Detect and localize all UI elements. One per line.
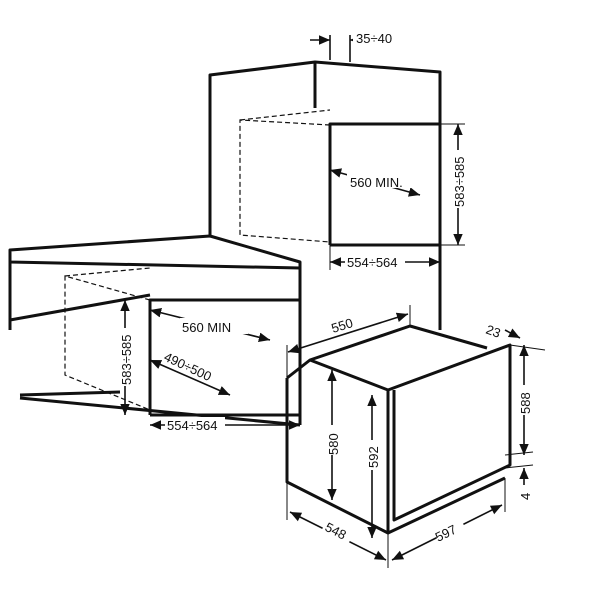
undercounter-niche [64,267,300,430]
label-under-width: 554÷564 [167,418,218,433]
label-under-depth: 560 MIN [182,320,231,335]
label-side-height: 580 [326,433,341,455]
label-column-height: 583÷585 [452,156,467,207]
label-column-depth: 560 MIN. [350,175,403,190]
label-under-inner-depth: 490÷500 [162,349,214,384]
label-door-height: 588 [518,392,533,414]
countertop [8,234,302,427]
column-niche [239,109,465,270]
label-oven-depth-top: 550 [329,315,354,336]
label-bottom-gap: 4 [518,493,533,500]
label-gap: 35÷40 [356,31,392,46]
label-front-height: 592 [366,446,381,468]
label-under-height: 583÷585 [119,334,134,385]
label-door-thickness: 23 [484,322,503,341]
label-column-width: 554÷564 [347,255,398,270]
